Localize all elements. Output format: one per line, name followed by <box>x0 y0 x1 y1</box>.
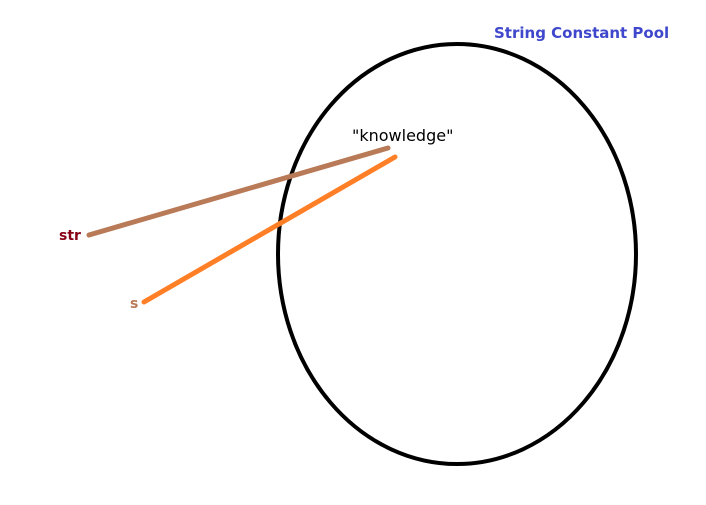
variable-label-s: s <box>130 296 138 312</box>
pool-title: String Constant Pool <box>494 24 669 42</box>
s-reference-line <box>144 157 395 302</box>
string-literal-knowledge: "knowledge" <box>352 126 453 145</box>
pool-ellipse <box>278 44 636 464</box>
variable-label-str: str <box>59 228 81 244</box>
str-reference-line <box>89 148 388 235</box>
